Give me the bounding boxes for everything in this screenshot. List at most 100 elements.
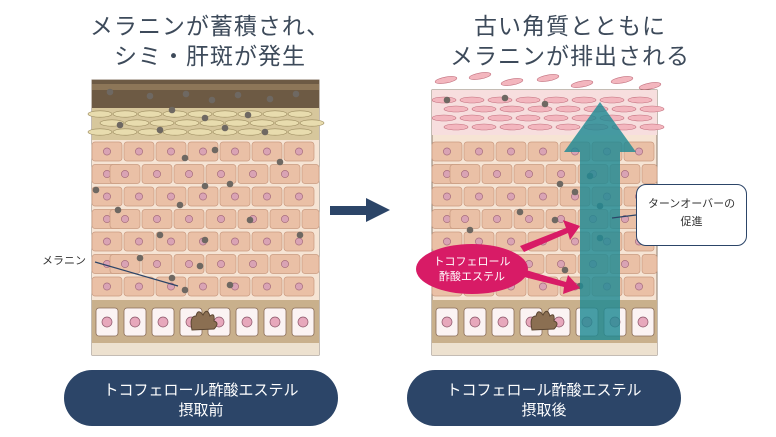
cell-nucleus [185,215,193,223]
after-caption-line1: トコフェロール酢酸エステル [446,381,642,399]
melanin-granule [106,88,114,96]
cell-nucleus [263,237,271,246]
turnover-line2: 促進 [680,215,703,228]
cell-nucleus [217,260,225,268]
melanin-granule [466,226,474,234]
cell-nucleus [621,170,629,178]
corneocyte [599,96,625,104]
corneocyte [149,119,175,127]
corneocyte [499,105,525,113]
melanin-granule [226,180,234,188]
cell-nucleus [525,170,533,178]
corneocyte [262,110,288,118]
skin-cell [301,254,320,274]
corneocyte [627,96,653,104]
after-caption-line2: 摂取後 [521,401,567,419]
cell-nucleus [167,237,175,246]
basal-nucleus [497,316,509,328]
cell-nucleus [249,170,257,178]
corneocyte [174,119,200,127]
transition-arrow [330,198,390,222]
corneocyte [162,128,188,136]
melanin-granule [208,96,216,104]
cell-nucleus [231,192,239,201]
cell-nucleus [185,170,193,178]
cell-nucleus [263,282,271,291]
corneocyte [471,105,497,113]
basal-nucleus [129,316,141,328]
corneocyte [555,123,581,131]
melanin-granule [556,180,564,188]
corneocyte [555,105,581,113]
cell-nucleus [539,147,547,156]
before-title: メラニンが蓄積され、 シミ・肝斑が発生 [60,12,360,72]
cell-nucleus [443,237,451,246]
corneocyte [299,119,325,127]
cell-nucleus [295,282,303,291]
cell-nucleus [557,260,565,268]
melanin-granule [261,128,269,136]
cell-nucleus [507,237,515,246]
corneocyte [543,114,569,122]
corneocyte [627,114,653,122]
corneocyte [527,123,553,131]
melanin-granule [182,90,190,98]
corneocyte [87,128,113,136]
cell-nucleus [217,170,225,178]
cell-nucleus [461,170,469,178]
melanin-granule [114,206,122,214]
corneocyte [431,114,457,122]
cell-nucleus [199,282,207,291]
cell-nucleus [135,192,143,201]
corneocyte [199,119,225,127]
after-title-line2: メラニンが排出される [450,44,690,70]
cell-nucleus [295,192,303,201]
basal-nucleus [441,316,453,328]
cell-nucleus [231,147,239,156]
corneocyte [499,123,525,131]
melanin-granule [266,95,274,103]
melanin-granule [246,216,254,224]
cell-nucleus [281,170,289,178]
shed-corneocyte [500,78,524,86]
cell-nucleus [263,192,271,201]
cell-nucleus [571,237,579,246]
melanin-granule [292,90,300,98]
cell-nucleus [295,147,303,156]
cell-nucleus [121,260,129,268]
cell-nucleus [249,260,257,268]
melanin-granule [168,106,176,114]
melanin-granule [234,91,242,99]
melanin-granule [296,231,304,239]
basal-nucleus [157,316,169,328]
corneocyte [639,123,665,131]
after-title-line1: 古い角質とともに [474,14,666,40]
before-caption-line2: 摂取前 [178,401,224,419]
corneocyte [237,128,263,136]
corneocyte [162,110,188,118]
cell-nucleus [443,170,451,178]
shed-corneocyte [434,76,458,84]
cell-nucleus [153,260,161,268]
corneocyte [487,114,513,122]
melanin-granule [196,262,204,270]
corneocyte [224,119,250,127]
basal-nucleus [269,316,281,328]
before-skin-panel [87,79,325,356]
melanin-granule [181,154,189,162]
cell-nucleus [493,170,501,178]
melanin-granule [92,186,100,194]
corneocyte [249,119,275,127]
melanin-granule [156,126,164,134]
cell-nucleus [167,192,175,201]
melanin-granule [181,286,189,294]
cell-nucleus [539,192,547,201]
corneocyte [287,128,313,136]
corneocyte [515,114,541,122]
after-skin-panel [431,72,665,356]
corneocyte [287,110,313,118]
melanin-granule [501,94,509,102]
cell-nucleus [121,170,129,178]
cell-nucleus [507,192,515,201]
